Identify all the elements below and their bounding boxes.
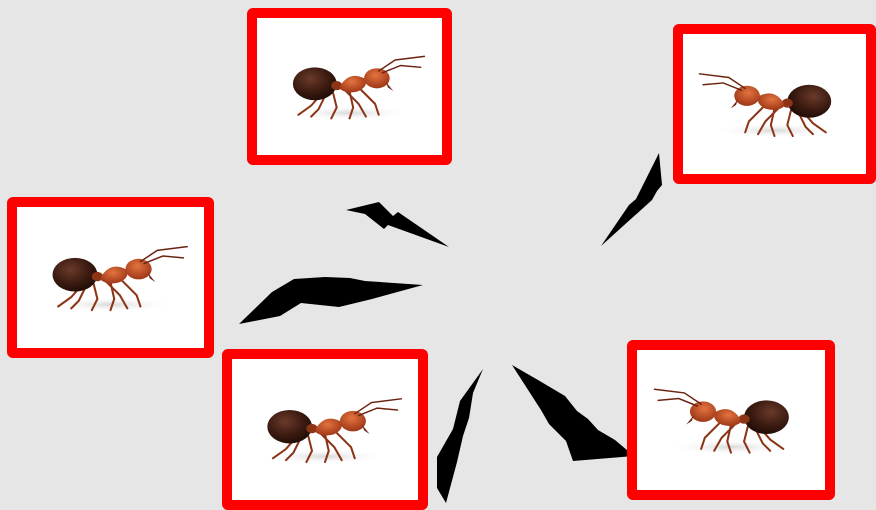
ant-card-bottom-right [627,340,835,500]
ant-icon [232,359,418,500]
lightning-bolt-top [346,202,449,247]
lightning-bolt-left [239,277,423,324]
lightning-bolt-bottom-right [512,365,634,461]
ant-icon [257,18,442,155]
lightning-bolt-bottom [437,369,483,503]
ant-card-top-right [673,24,876,184]
ant-card-top [247,8,452,165]
ant-card-left [7,197,214,358]
ant-icon [17,207,204,348]
ant-icon [683,34,866,174]
ant-icon [637,350,825,490]
ant-card-bottom [222,349,428,510]
lightning-bolt-top-right [601,153,662,246]
